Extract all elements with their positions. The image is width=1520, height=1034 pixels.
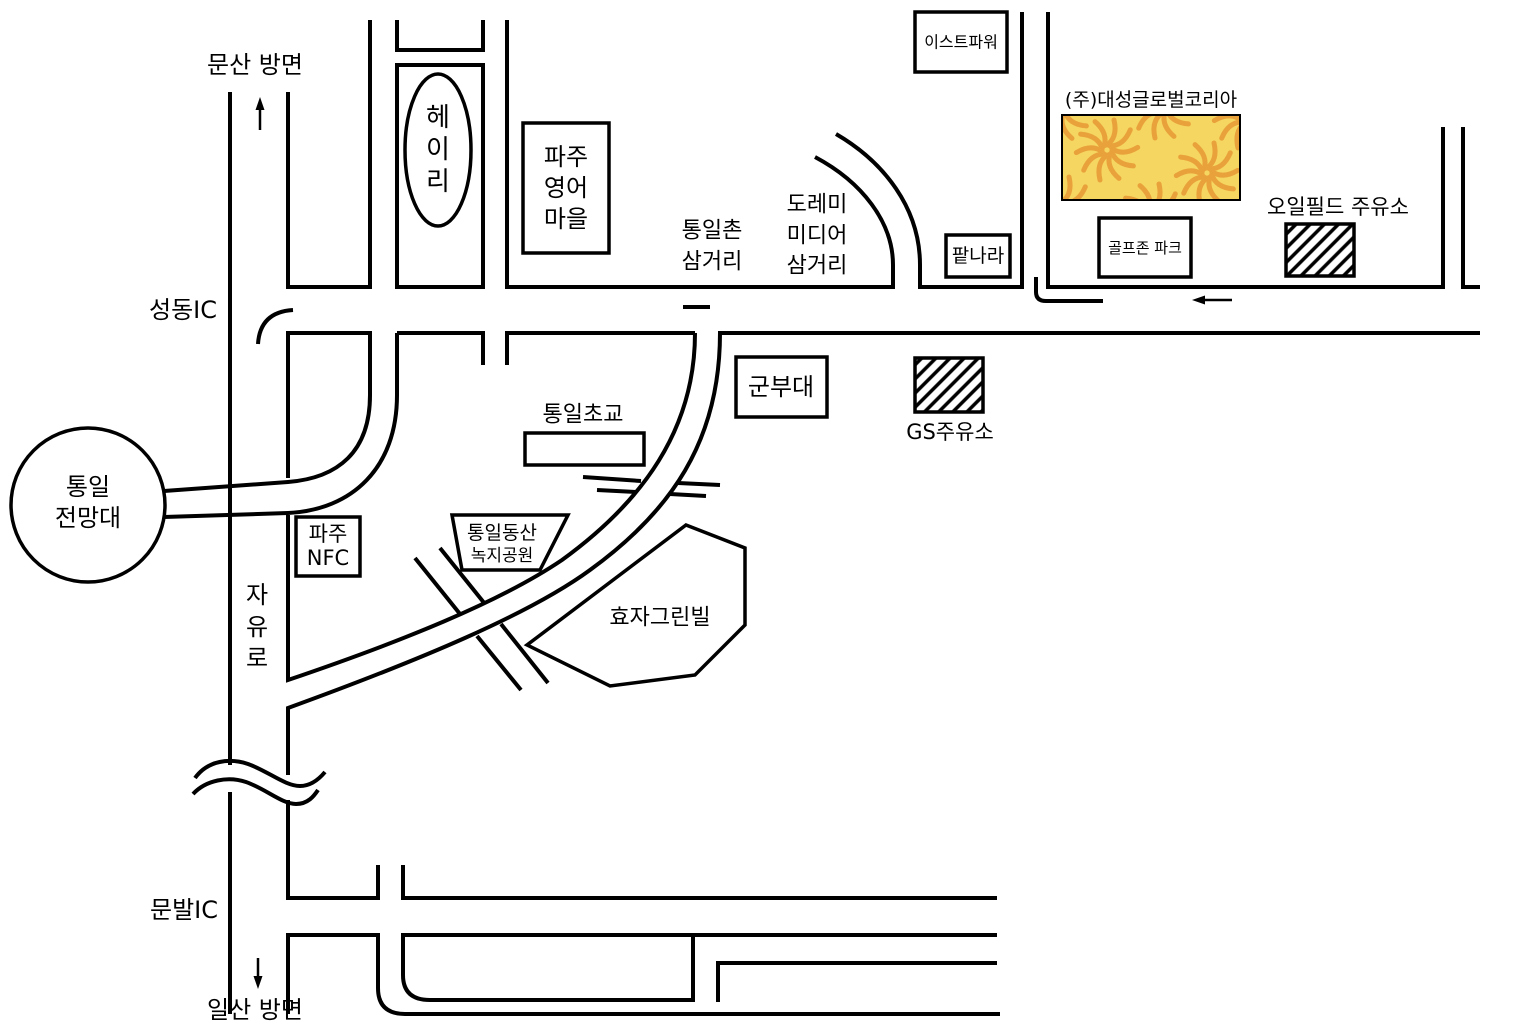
green-park-label-line: 통일동산 bbox=[467, 522, 537, 544]
military-base-box bbox=[734, 355, 829, 419]
observatory-circle bbox=[9, 426, 167, 584]
tongilchon-junction-label-line: 삼거리 bbox=[682, 250, 743, 275]
arrow-up-icon bbox=[255, 97, 265, 130]
tongilchon-road-west-edge bbox=[286, 332, 697, 683]
observatory-label: 통일 전망대 bbox=[55, 473, 121, 532]
golfzon-park-box bbox=[1097, 216, 1193, 279]
park-cross-road-east-1 bbox=[475, 634, 523, 692]
seongdong-ramp bbox=[256, 308, 294, 345]
doremi-junction-label-line: 도레미 bbox=[787, 193, 848, 218]
munbal-ic-label: 문발IC bbox=[150, 896, 218, 924]
doremi-road-outer-edge bbox=[834, 12, 1024, 289]
paju-nfc-label: 파주 NFC bbox=[307, 522, 349, 570]
far-east-block-edge bbox=[1461, 127, 1480, 289]
east-power-label: 이스트파워 bbox=[924, 33, 998, 52]
oilfield-station-hatched-box bbox=[1284, 222, 1356, 278]
school-cross-road-south-east bbox=[669, 492, 707, 498]
jayuro-east-edge-north bbox=[286, 20, 372, 289]
east-power-box bbox=[913, 10, 1009, 74]
doremi-junction-label-line: 미디어 bbox=[787, 224, 848, 249]
observatory-label-line: 전망대 bbox=[55, 504, 121, 532]
daesung-lot-border bbox=[1061, 114, 1241, 201]
service-road-edge bbox=[1034, 277, 1103, 303]
green-park-shape bbox=[449, 513, 571, 572]
observatory-road-south-edge bbox=[163, 333, 399, 519]
english-village-south-stub bbox=[505, 331, 695, 365]
daesung-label: (주)대성글로벌코리아 bbox=[1065, 89, 1237, 111]
military-base-label: 군부대 bbox=[748, 373, 814, 401]
road-label-line: 유 bbox=[246, 613, 268, 641]
road-break-lower-wave bbox=[191, 777, 320, 807]
munbal-south-road-inner bbox=[401, 933, 997, 1002]
daesung-highlight-lot bbox=[1061, 114, 1241, 201]
english-village-box bbox=[521, 121, 611, 255]
paju-nfc-box bbox=[294, 515, 362, 578]
heyri-north-cap bbox=[395, 20, 485, 52]
elementary-school-label: 통일초교 bbox=[543, 403, 624, 428]
heyri-label-line: 이 bbox=[426, 135, 450, 165]
park-cross-road-east-2 bbox=[499, 622, 550, 685]
munbal-south-edge bbox=[286, 933, 1000, 1016]
road-network bbox=[163, 12, 1480, 1016]
patnara-box bbox=[944, 233, 1012, 279]
observatory-label-line: 통일 bbox=[66, 473, 110, 501]
doremi-junction-label-line: 삼거리 bbox=[787, 254, 848, 279]
gs-station-label: GS주유소 bbox=[906, 420, 994, 444]
tongilchon-road-east-edge bbox=[286, 331, 1480, 775]
east-block-edge bbox=[1046, 12, 1445, 289]
munbal-north-edge-east bbox=[401, 865, 997, 900]
observatory-road-north-edge bbox=[163, 331, 372, 493]
south-direction-label: 일산 방면 bbox=[207, 996, 303, 1024]
heyri-south-stub bbox=[397, 331, 485, 365]
road-break-upper-wave bbox=[193, 759, 327, 789]
school-cross-road-north-west bbox=[582, 475, 642, 483]
golfzon-park-label: 골프존 파크 bbox=[1108, 239, 1182, 257]
arrow-left-icon bbox=[1192, 295, 1232, 305]
doremi-junction-label: 도레미 미디어 삼거리 bbox=[787, 193, 848, 279]
gs-station-hatched-box bbox=[913, 356, 985, 414]
tongilchon-junction-label-line: 통일촌 bbox=[682, 219, 743, 244]
english-village-label-line: 영어 bbox=[544, 174, 588, 202]
paju-nfc-label-line: 파주 bbox=[309, 522, 348, 546]
road-label-line: 자 bbox=[246, 581, 268, 609]
school-cross-road-south-west bbox=[596, 488, 637, 494]
jayuro-road-label: 자 유 로 bbox=[246, 581, 268, 672]
heyri-label-line: 헤 bbox=[426, 103, 450, 133]
munbal-north-edge bbox=[286, 800, 380, 900]
main-road-north-edge bbox=[505, 20, 895, 289]
oilfield-station-label: 오일필드 주유소 bbox=[1267, 195, 1409, 219]
seongdong-ic-label: 성동IC bbox=[149, 296, 217, 324]
green-park-label-line: 녹지공원 bbox=[471, 546, 534, 566]
munbal-side-road bbox=[716, 961, 997, 1002]
north-direction-label: 문산 방면 bbox=[207, 51, 303, 79]
green-park-label: 통일동산 녹지공원 bbox=[467, 522, 537, 566]
heyri-label-line: 리 bbox=[426, 167, 450, 197]
hyoja-greenvil-shape bbox=[523, 523, 747, 688]
school-cross-road-north-east bbox=[677, 481, 721, 487]
english-village-label-line: 마을 bbox=[544, 205, 588, 233]
arrow-down-icon bbox=[253, 958, 263, 989]
paju-nfc-label-line: NFC bbox=[307, 546, 349, 570]
road-label-line: 로 bbox=[246, 644, 268, 672]
heyri-ellipse bbox=[403, 72, 473, 228]
elementary-school-box bbox=[523, 431, 646, 467]
park-cross-road-west-2 bbox=[438, 546, 487, 606]
heyri-block-edge bbox=[395, 63, 485, 289]
heyri-label: 헤 이 리 bbox=[426, 103, 450, 197]
tongilchon-junction-label: 통일촌 삼거리 bbox=[682, 219, 743, 275]
patnara-label: 팥나라 bbox=[952, 245, 1004, 267]
english-village-label: 파주 영어 마을 bbox=[544, 143, 588, 233]
english-village-label-line: 파주 bbox=[544, 143, 588, 171]
park-cross-road-west-1 bbox=[413, 556, 462, 616]
hyoja-greenvil-label: 효자그린빌 bbox=[609, 606, 710, 631]
